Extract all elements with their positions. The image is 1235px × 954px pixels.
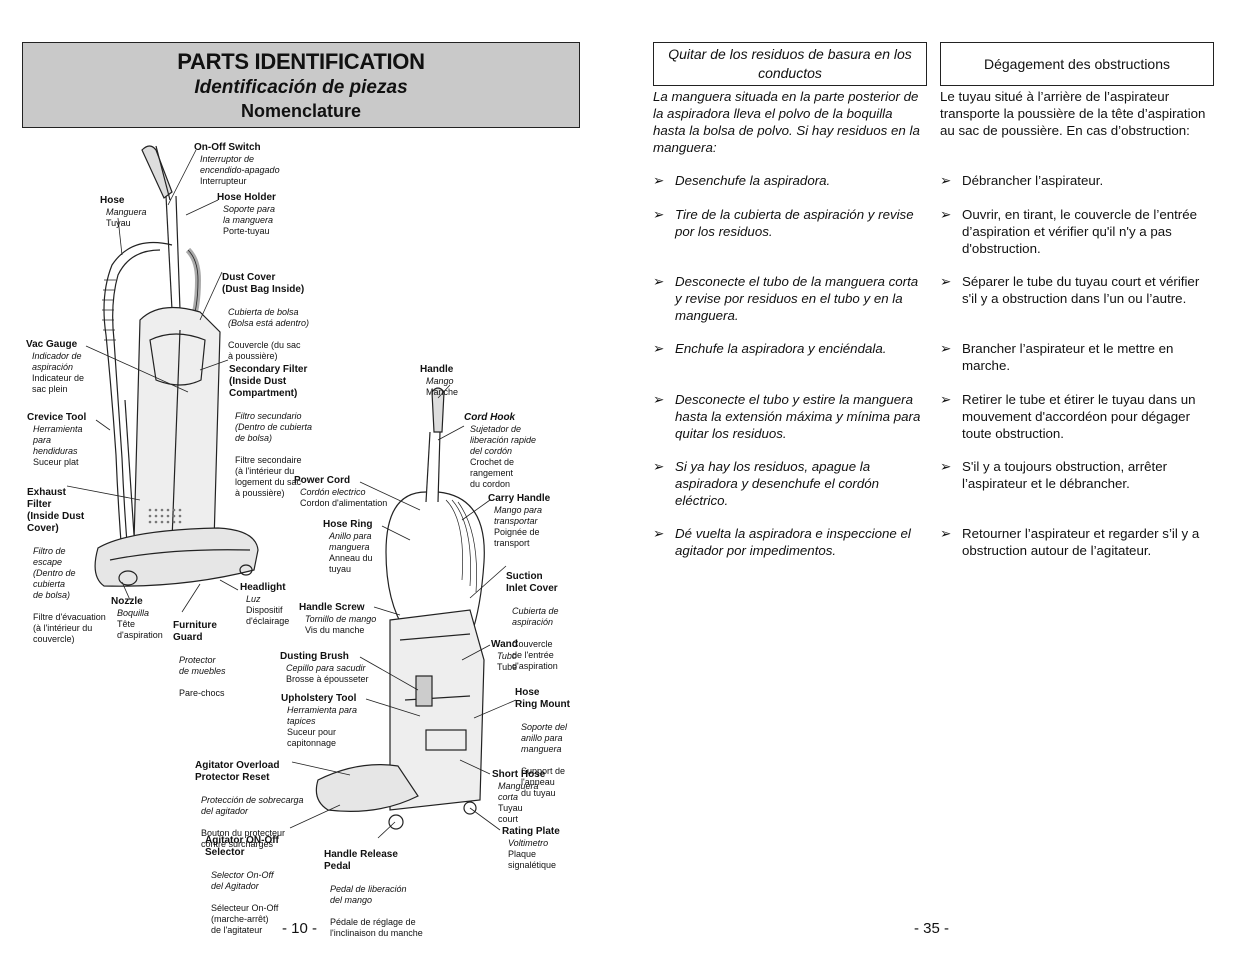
label-wand: Wand Tubo Tube — [491, 639, 518, 672]
es-step-7: ➢Dé vuelta la aspiradora e inspeccione e… — [653, 526, 911, 558]
page-number-right: - 35 - — [914, 920, 950, 937]
label-power-cord: Power Cord Cordón electrico Cordon d'ali… — [294, 475, 388, 508]
french-intro: Le tuyau situé à l’arrière de l’aspirate… — [940, 89, 1206, 138]
fr-step-2: ➢Ouvrir, en tirant, le couvercle de l’en… — [940, 207, 1198, 256]
label-agitator-overload: Agitator Overload Protector Reset Protec… — [195, 760, 304, 849]
label-agitator-selector: Agitator ON-Off Selector Selector On-Off… — [205, 835, 279, 935]
label-handle-release-pedal: Handle Release Pedal Pedal de liberación… — [324, 849, 423, 938]
vacuum-front-drawing — [94, 145, 259, 587]
fr-step-3: ➢Séparer le tube du tuyau court et vérif… — [940, 274, 1200, 306]
french-heading-box: Dégagement des obstructions — [940, 42, 1214, 86]
page-number-left: - 10 - — [282, 920, 318, 937]
es-step-4: ➢Enchufe la aspiradora y enciéndala. — [653, 341, 887, 356]
es-step-1: ➢Desenchufe la aspiradora. — [653, 173, 831, 188]
title-en: PARTS IDENTIFICATION — [177, 49, 425, 74]
label-exhaust-filter: Exhaust Filter (Inside Dust Cover) Filtr… — [27, 487, 106, 644]
es-step-2: ➢Tire de la cubierta de aspiración y rev… — [653, 207, 914, 239]
spanish-heading: Quitar de los residuos de basura en los … — [668, 46, 912, 81]
label-dusting-brush: Dusting Brush Cepillo para sacudir Bross… — [280, 651, 369, 684]
es-step-5: ➢Desconecte el tubo y estire la manguera… — [653, 392, 921, 441]
parts-title-box: PARTS IDENTIFICATION Identificación de p… — [22, 42, 580, 128]
es-step-6: ➢Si ya hay los residuos, apague la aspir… — [653, 459, 880, 508]
label-dust-cover: Dust Cover (Dust Bag Inside) Cubierta de… — [222, 272, 310, 361]
label-hose: Hose Manguera Tuyau — [100, 195, 147, 228]
fr-step-6: ➢S'il y a toujours obstruction, arrêter … — [940, 459, 1168, 491]
fr-step-1: ➢Débrancher l’aspirateur. — [940, 173, 1104, 188]
label-secondary-filter: Secondary Filter (Inside Dust Compartmen… — [229, 364, 313, 498]
fr-step-5: ➢Retirer le tube et étirer le tuyau dans… — [940, 392, 1196, 441]
title-fr: Nomenclature — [240, 101, 362, 121]
label-handle-screw: Handle Screw Tornillo de mango Vis du ma… — [299, 602, 377, 635]
label-handle: Handle Mango Manche — [420, 364, 459, 397]
spanish-intro: La manguera situada en la parte posterio… — [653, 89, 920, 155]
fr-step-4: ➢Brancher l’aspirateur et le mettre en m… — [940, 341, 1174, 373]
title-es: Identificación de piezas — [194, 77, 408, 98]
french-heading: Dégagement des obstructions — [984, 55, 1170, 72]
es-step-3: ➢Desconecte el tubo de la manguera corta… — [653, 274, 919, 323]
spanish-heading-box: Quitar de los residuos de basura en los … — [653, 42, 927, 86]
fr-step-7: ➢Retourner l’aspirateur et regarder s’il… — [940, 526, 1200, 558]
